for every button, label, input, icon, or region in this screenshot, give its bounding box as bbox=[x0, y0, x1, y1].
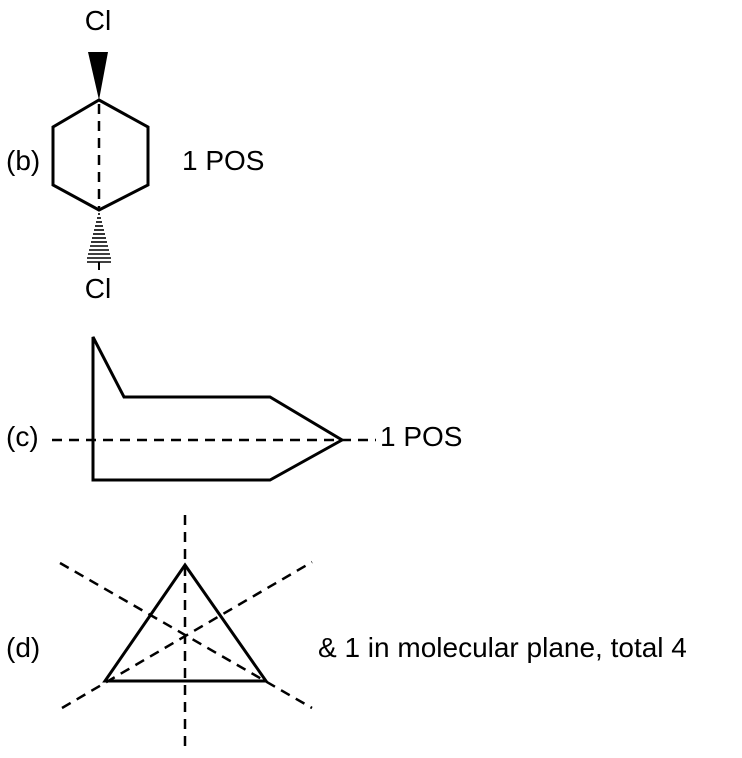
panel-d-annotation: & 1 in molecular plane, total 4 bbox=[318, 632, 687, 663]
hashed-wedge-bond bbox=[87, 213, 111, 270]
boat-outline bbox=[91, 336, 346, 482]
cyclohexane-ring bbox=[51, 98, 150, 212]
panel-c-annotation: 1 POS bbox=[380, 421, 462, 452]
panel-b-bottom-atom: Cl bbox=[85, 273, 111, 304]
panel-c-label: (c) bbox=[6, 421, 39, 452]
panel-b-annotation: 1 POS bbox=[182, 145, 264, 176]
panel-d-label: (d) bbox=[6, 632, 40, 663]
panel-b-label: (b) bbox=[6, 145, 40, 176]
wedge-bond bbox=[88, 52, 108, 100]
panel-b-top-atom: Cl bbox=[85, 5, 111, 36]
panel-c: (c) 1 POS bbox=[6, 336, 462, 482]
symmetry-plane-d-diagonal-2 bbox=[61, 560, 313, 710]
panel-d: (d) & 1 in molecular plane, total 4 bbox=[6, 515, 687, 750]
panel-b: Cl bbox=[6, 5, 264, 304]
triangle-outline bbox=[102, 562, 269, 683]
